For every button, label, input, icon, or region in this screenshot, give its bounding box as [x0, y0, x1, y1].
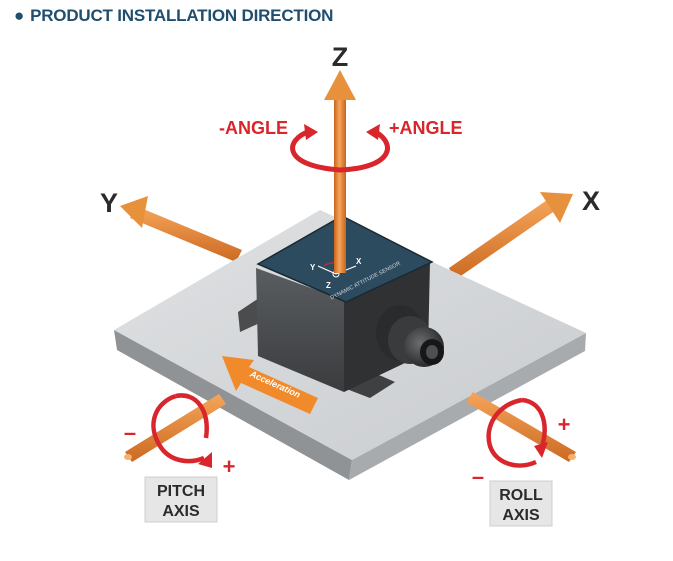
roll-rotation-arrow — [486, 397, 548, 468]
x-axis-arrow — [449, 192, 573, 280]
y-axis-label: Y — [100, 188, 118, 218]
sensor-box: DYNAMIC ATTITUDE SENSOR Y X Z — [238, 215, 444, 398]
x-axis-label: X — [582, 186, 600, 216]
pitch-minus-sign: – — [124, 420, 136, 445]
y-axis-arrow — [120, 196, 242, 262]
sensor-y-label: Y — [310, 263, 316, 272]
pitch-rotation-arrow — [151, 393, 212, 468]
roll-minus-sign: – — [472, 464, 484, 489]
z-axis-arrow — [324, 70, 356, 273]
pitch-plus-sign: + — [223, 454, 236, 479]
angle-rotation-arrow — [290, 124, 390, 173]
pitch-axis-line2: AXIS — [162, 503, 200, 520]
pitch-axis-line1: PITCH — [157, 483, 205, 500]
pitch-axis-callout: PITCH AXIS — [144, 476, 218, 523]
roll-axis-line2: AXIS — [502, 507, 540, 524]
sensor-x-label: X — [356, 257, 362, 266]
roll-plus-sign: + — [558, 412, 571, 437]
positive-angle-label: +ANGLE — [389, 118, 463, 138]
pitch-axis-arrow — [124, 394, 226, 462]
sensor-z-label: Z — [326, 281, 331, 290]
roll-axis-arrow — [466, 392, 576, 462]
roll-axis-line1: ROLL — [499, 487, 543, 504]
cable-gland — [376, 305, 444, 367]
roll-axis-callout: ROLL AXIS — [489, 480, 553, 527]
title-bullet: ● — [14, 6, 25, 25]
negative-angle-label: -ANGLE — [219, 118, 288, 138]
z-axis-label: Z — [332, 42, 349, 72]
page-title: ● PRODUCT INSTALLATION DIRECTION — [14, 6, 333, 26]
title-text: PRODUCT INSTALLATION DIRECTION — [30, 6, 334, 25]
